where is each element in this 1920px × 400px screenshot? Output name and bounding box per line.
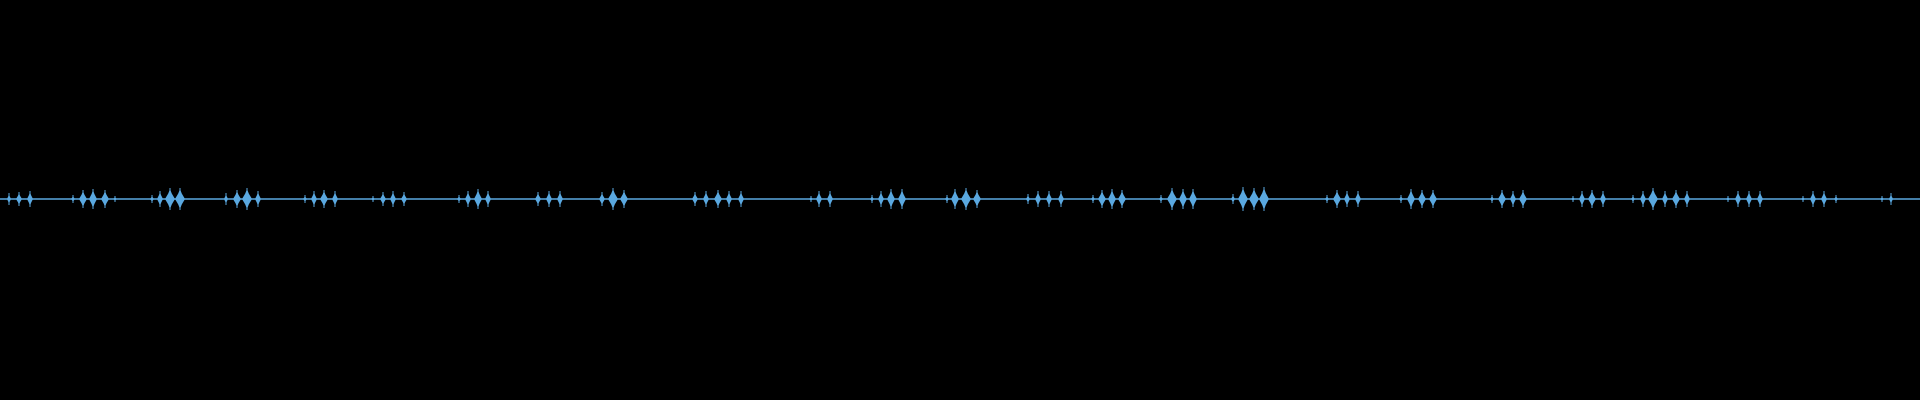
waveform-bursts: [7, 187, 1893, 211]
